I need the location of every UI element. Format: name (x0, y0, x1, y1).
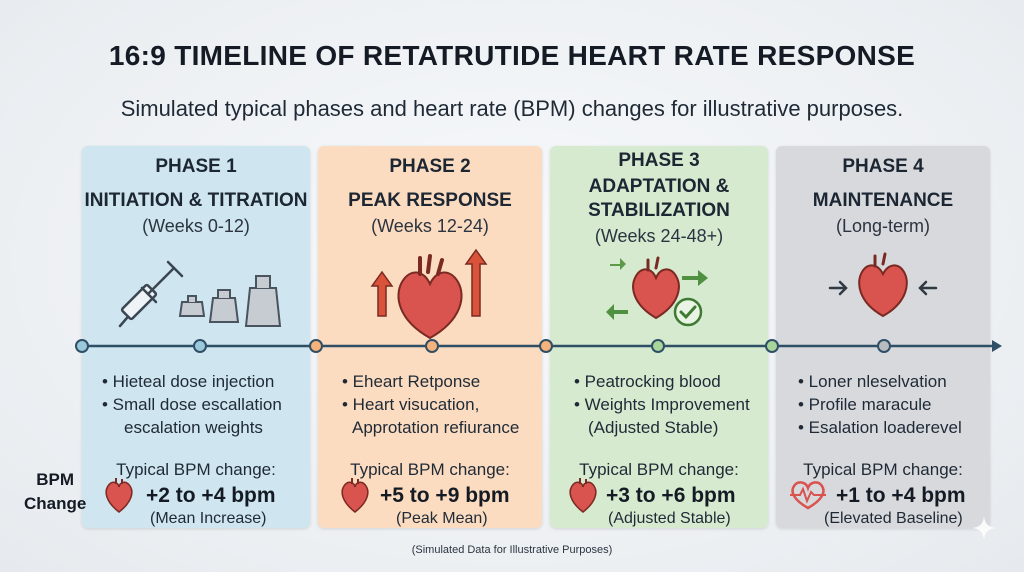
bpm-note: (Peak Mean) (396, 510, 488, 527)
heart-icon (606, 256, 708, 327)
bullet-item: • Esalation loaderevel (798, 418, 962, 437)
phase-name: PEAK RESPONSE (348, 190, 512, 211)
bullet-item: • Heart visucation, (342, 395, 480, 414)
bpm-axis-label: BPM Change (24, 468, 86, 516)
bpm-note: (Elevated Baseline) (824, 510, 963, 527)
timeline-marker (765, 339, 779, 353)
arrows-in-icon (828, 280, 938, 296)
timeline-marker (425, 339, 439, 353)
bullet-item: • Profile maracule (798, 395, 932, 414)
bullet-item: Approtation refiurance (352, 418, 520, 437)
arrow-up-icon (370, 248, 488, 317)
check-icon (673, 297, 703, 327)
bullet-item: • Loner nleselvation (798, 372, 947, 391)
heart-pulse-icon (790, 481, 826, 510)
heart-icon (828, 252, 938, 318)
timeline-marker (193, 339, 207, 353)
phase-card-3: PHASE 3 ADAPTATION & STABILIZATION (Week… (550, 146, 768, 528)
timeline-marker (651, 339, 665, 353)
axis-label-line: BPM (36, 470, 75, 489)
phase-weeks: (Weeks 0-12) (142, 216, 250, 236)
bullet-item: (Adjusted Stable) (588, 418, 719, 437)
bullet-item: • Small dose escallation (102, 395, 282, 414)
bpm-note: (Adjusted Stable) (608, 510, 731, 527)
phase-card-2: PHASE 2 PEAK RESPONSE (Weeks 12-24) • Eh… (318, 146, 542, 528)
phase-weeks: (Weeks 24-48+) (594, 226, 724, 246)
phase-number: PHASE 3 (618, 150, 700, 171)
bullet-item: escalation weights (124, 418, 263, 437)
sparkle-icon (972, 516, 996, 540)
bpm-value: +5 to +9 bpm (380, 484, 510, 507)
timeline-axis (75, 339, 1002, 353)
heart-icon (341, 478, 369, 513)
bullet-item: • Hieteal dose injection (102, 372, 275, 391)
phase-number: PHASE 1 (155, 156, 237, 177)
timeline-marker (309, 339, 323, 353)
bpm-value: +2 to +4 bpm (146, 484, 276, 507)
page-subtitle: Simulated typical phases and heart rate … (120, 96, 904, 121)
phase-name: INITIATION & TITRATION (84, 190, 308, 211)
phase-card-4: PHASE 4 MAINTENANCE (Long-term) • Loner … (776, 146, 990, 528)
phase-name: MAINTENANCE (812, 190, 954, 211)
phase-number: PHASE 2 (389, 156, 471, 177)
timeline-marker (539, 339, 553, 353)
heart-icon (370, 248, 488, 340)
bpm-label: Typical BPM change: (350, 460, 510, 479)
phase-name: ADAPTATION & (588, 176, 730, 197)
bullet-item: • Weights Improvement (574, 395, 750, 414)
page-title: 16:9 TIMELINE OF RETATRUTIDE HEART RATE … (108, 40, 916, 71)
heart-icon (105, 478, 133, 513)
phase-card-1: PHASE 1 INITIATION & TITRATION (Weeks 0-… (82, 146, 310, 528)
bpm-label: Typical BPM change: (116, 460, 276, 479)
weights-icon (178, 275, 282, 327)
bpm-value: +3 to +6 bpm (606, 484, 736, 507)
bullet-item: • Eheart Retponse (342, 372, 481, 391)
timeline-marker (877, 339, 891, 353)
bpm-note: (Mean Increase) (150, 510, 267, 527)
timeline-marker (75, 339, 89, 353)
phase-name: STABILIZATION (588, 200, 730, 221)
syringe-icon (118, 260, 282, 328)
phase-number: PHASE 4 (842, 156, 924, 177)
phase-weeks: (Long-term) (835, 216, 931, 236)
heart-icon (569, 478, 597, 513)
phase-weeks: (Weeks 12-24) (371, 216, 489, 236)
footer-note: (Simulated Data for Illustrative Purpose… (411, 544, 613, 556)
bpm-label: Typical BPM change: (803, 460, 963, 479)
axis-label-line: Change (24, 494, 87, 513)
arrow-right-icon (992, 340, 1002, 352)
bpm-value: +1 to +4 bpm (836, 484, 966, 507)
bullet-item: • Peatrocking blood (574, 372, 721, 391)
bpm-label: Typical BPM change: (579, 460, 739, 479)
